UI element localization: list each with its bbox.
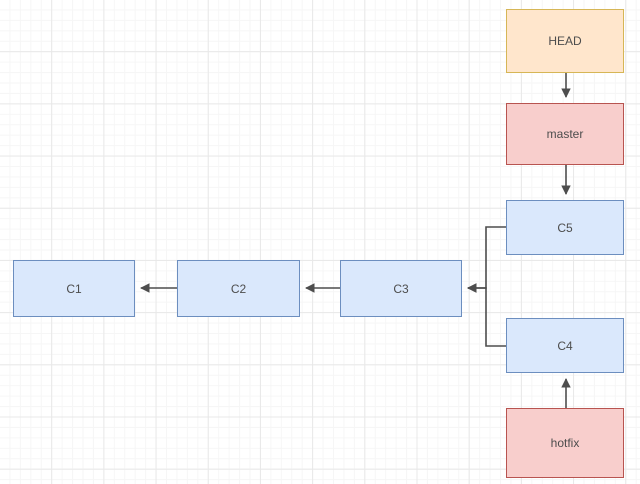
node-hotfix[interactable]: hotfix — [506, 408, 624, 478]
node-master-label: master — [546, 127, 584, 141]
node-head-label: HEAD — [548, 34, 582, 48]
node-c1-label: C1 — [66, 281, 82, 296]
node-c5-label: C5 — [557, 220, 573, 235]
node-master[interactable]: master — [506, 103, 624, 165]
node-c4-label: C4 — [557, 338, 573, 353]
node-c1[interactable]: C1 — [13, 260, 135, 317]
node-c2[interactable]: C2 — [177, 260, 300, 317]
node-hotfix-label: hotfix — [550, 436, 580, 450]
edge-c4-to-c3 — [467, 283, 506, 347]
node-c3[interactable]: C3 — [340, 260, 462, 317]
node-c5[interactable]: C5 — [506, 200, 624, 255]
node-head[interactable]: HEAD — [506, 9, 624, 73]
node-c3-label: C3 — [393, 281, 409, 296]
node-c2-label: C2 — [230, 281, 247, 296]
edge-c5-to-c3 — [467, 226, 506, 293]
node-c4[interactable]: C4 — [506, 318, 624, 373]
